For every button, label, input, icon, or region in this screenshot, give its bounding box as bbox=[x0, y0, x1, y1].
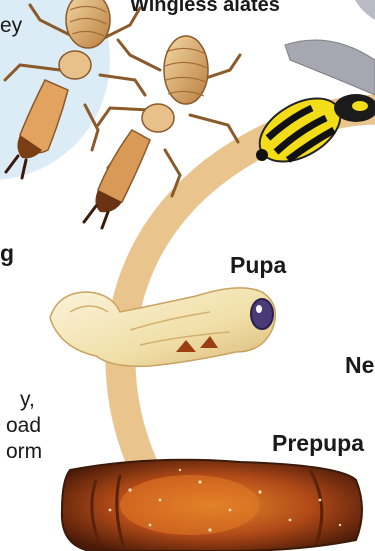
label-wingless-alates: Wingless alates bbox=[130, 0, 280, 17]
wasp-illustration bbox=[249, 0, 375, 175]
prepupa-illustration bbox=[62, 460, 362, 551]
text-fragment-line-3: orm bbox=[6, 440, 42, 463]
text-fragment-line-2: oad bbox=[6, 414, 41, 437]
label-ne-partial: Ne bbox=[345, 352, 374, 379]
pupa-illustration bbox=[50, 288, 275, 366]
text-ey-partial: ey bbox=[0, 14, 22, 37]
label-pupa: Pupa bbox=[230, 252, 286, 279]
text-fragment-line-1: y, bbox=[20, 388, 35, 411]
label-prepupa: Prepupa bbox=[272, 430, 364, 457]
label-g-partial: g bbox=[0, 240, 14, 267]
